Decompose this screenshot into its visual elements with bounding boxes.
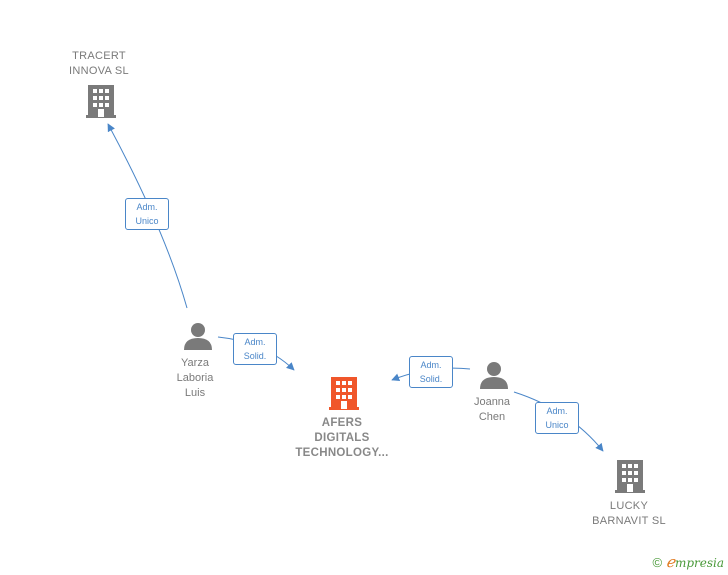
label-line: Chen [478, 411, 506, 423]
edge-label-line: Adm. [136, 202, 158, 212]
person-label-joanna[interactable]: Joanna Chen [452, 395, 532, 425]
edge-label-line: Solid. [419, 374, 443, 384]
building-icon[interactable] [86, 85, 116, 118]
label-line: BARNAVIT SL [592, 515, 666, 527]
edge-label-yarza-tracert[interactable]: Adm. Unico [125, 198, 169, 230]
edge-label-line: Unico [545, 420, 569, 430]
brand-footer[interactable]: ©ℯmpresia [652, 553, 724, 571]
edge-label-line: Adm. [244, 337, 266, 347]
brand-logo-rest: mpresia [674, 556, 724, 570]
label-line: TECHNOLOGY... [295, 447, 389, 459]
edge-label-joanna-lucky[interactable]: Adm. Unico [535, 402, 579, 434]
company-label-lucky[interactable]: LUCKY BARNAVIT SL [579, 499, 679, 529]
brand-logo-initial: ℯ [666, 553, 675, 571]
brand-logo: ℯmpresia [666, 553, 724, 571]
label-line: Yarza [181, 357, 209, 369]
label-line: LUCKY [609, 500, 649, 512]
building-icon[interactable] [329, 377, 359, 410]
edge-label-joanna-afers[interactable]: Adm. Solid. [409, 356, 453, 388]
edge-label-line: Solid. [243, 351, 267, 361]
label-line: Luis [184, 387, 206, 399]
copyright-icon: © [652, 555, 663, 570]
person-icon[interactable] [184, 323, 212, 350]
edge-label-line: Unico [135, 216, 159, 226]
label-line: INNOVA SL [69, 65, 129, 77]
building-icon[interactable] [615, 460, 645, 493]
label-line: Joanna [473, 396, 511, 408]
person-label-yarza[interactable]: Yarza Laboria Luis [155, 356, 235, 401]
label-line: Laboria [176, 372, 214, 384]
label-line: DIGITALS [314, 432, 370, 444]
label-line: TRACERT [72, 50, 126, 62]
edge-label-line: Adm. [546, 406, 568, 416]
edge-label-line: Adm. [420, 360, 442, 370]
person-icon[interactable] [480, 362, 508, 389]
company-label-tracert[interactable]: TRACERT INNOVA SL [49, 49, 149, 79]
company-label-afers[interactable]: AFERS DIGITALS TECHNOLOGY... [282, 416, 402, 461]
label-line: AFERS [321, 417, 363, 429]
edge-label-yarza-afers[interactable]: Adm. Solid. [233, 333, 277, 365]
